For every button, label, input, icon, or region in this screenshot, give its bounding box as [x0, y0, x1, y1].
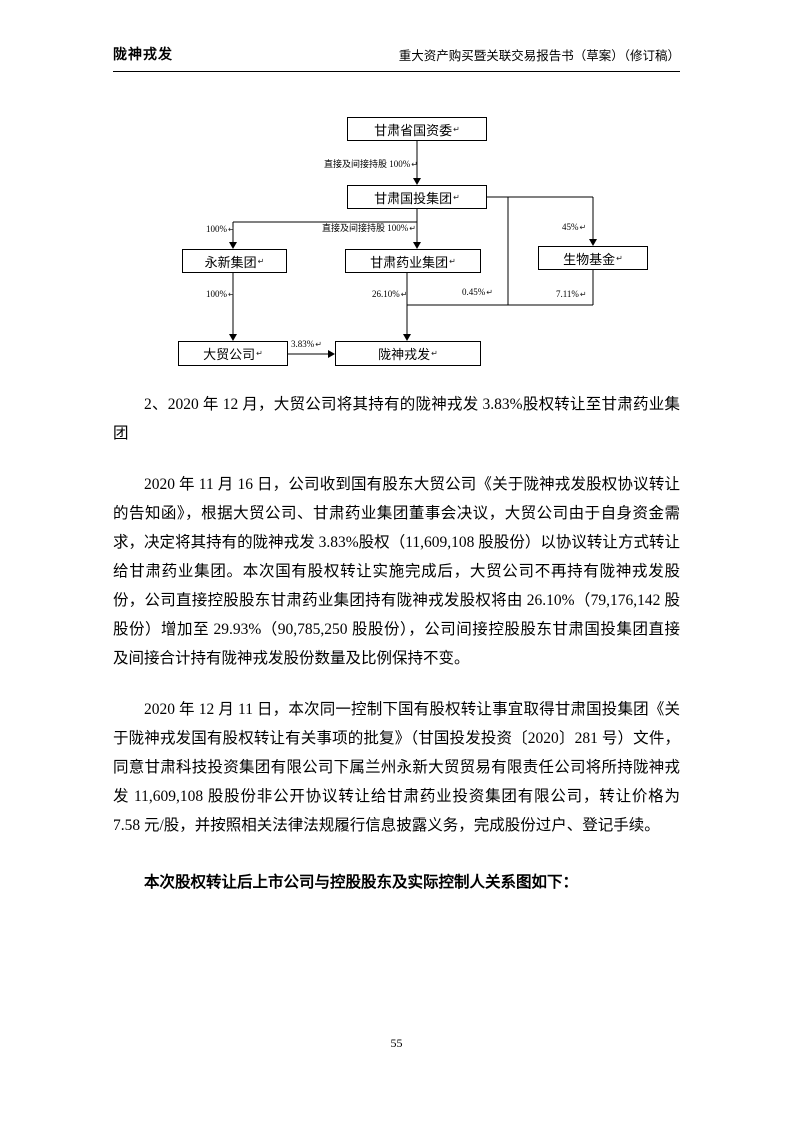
edge-label-guotou-to-pharma: 直接及间接持股 100%↵: [322, 221, 416, 234]
node-label: 永新集团: [204, 254, 257, 270]
page-number: 55: [390, 1036, 403, 1050]
paragraph-mark-icon: ↵: [228, 225, 235, 234]
edge-label-guotou-to-yongxin: 100%↵: [206, 224, 235, 234]
edge-label-biofund-to-longshen: 7.11%↵: [556, 289, 587, 299]
diagram-node-longshen-rongfa: 陇神戎发↵: [335, 341, 481, 366]
edge-label-text: 直接及间接持股 100%: [324, 159, 411, 169]
edge-label-damao-to-longshen: 3.83%↵: [291, 339, 322, 349]
paragraph-mark-icon: ↵: [453, 192, 460, 202]
paragraph-mark-icon: ↵: [616, 253, 623, 263]
diagram-node-damao-company: 大贸公司↵: [178, 341, 288, 366]
edge-label-text: 7.11%: [556, 289, 579, 299]
paragraph-mark-icon: ↵: [400, 290, 408, 299]
paragraph-mark-icon: ↵: [411, 160, 418, 169]
paragraph-mark-icon: ↵: [228, 290, 235, 299]
document-body: 2、2020 年 12 月，大贸公司将其持有的陇神戎发 3.83%股权转让至甘肃…: [113, 390, 680, 897]
diagram-node-gansu-guotou-group: 甘肃国投集团↵: [347, 185, 487, 209]
edge-label-guotou-direct-to-longshen: 0.45%↵: [462, 287, 493, 297]
paragraph-mark-icon: ↵: [431, 349, 438, 358]
paragraph-mark-icon: ↵: [579, 223, 587, 232]
paragraph-mark-icon: ↵: [256, 349, 263, 358]
paragraph-mark-icon: ↵: [449, 256, 456, 266]
page-header: 陇神戎发 重大资产购买暨关联交易报告书（草案）（修订稿）: [113, 44, 680, 72]
page-footer: 55: [0, 1036, 793, 1051]
node-label: 甘肃国投集团: [374, 190, 453, 206]
diagram-node-yongxin-group: 永新集团↵: [182, 249, 287, 273]
diagram-connector-lines: [229, 141, 597, 358]
edge-label-text: 26.10%: [372, 289, 400, 299]
header-company-name: 陇神戎发: [113, 48, 173, 63]
edge-label-text: 100%: [206, 224, 227, 234]
bold-lead-in-sentence: 本次股权转让后上市公司与控股股东及实际控制人关系图如下：: [144, 874, 579, 891]
diagram-node-bio-fund: 生物基金↵: [538, 246, 648, 270]
equity-structure-diagram: 甘肃省国资委↵ 甘肃国投集团↵ 永新集团↵ 甘肃药业集团↵ 生物基金↵ 大贸公司…: [0, 0, 793, 385]
node-label: 生物基金: [563, 251, 616, 267]
paragraph-mark-icon: ↵: [409, 224, 416, 233]
paragraph-mark-icon: ↵: [257, 256, 265, 266]
paragraph-mark-icon: ↵: [315, 340, 322, 349]
edge-label-text: 0.45%: [462, 287, 486, 297]
diagram-node-gansu-sasac: 甘肃省国资委↵: [347, 117, 487, 141]
node-label: 甘肃省国资委: [374, 122, 453, 138]
body-paragraph: 2020 年 11 月 16 日，公司收到国有股东大贸公司《关于陇神戎发股权协议…: [113, 476, 680, 667]
diagram-node-gansu-pharma-group: 甘肃药业集团↵: [345, 249, 481, 273]
arrowheads: [229, 178, 597, 358]
paragraph-mark-icon: ↵: [453, 124, 460, 134]
edge-label-guotou-to-biofund: 45%↵: [562, 222, 586, 232]
numbered-subheading: 2、2020 年 12 月，大贸公司将其持有的陇神戎发 3.83%股权转让至甘肃…: [113, 396, 680, 442]
edge-label-pharma-to-longshen: 26.10%↵: [372, 289, 407, 299]
node-label: 甘肃药业集团: [370, 254, 449, 270]
edge-label-text: 3.83%: [291, 339, 315, 349]
paragraph-mark-icon: ↵: [579, 290, 587, 299]
header-report-title: 重大资产购买暨关联交易报告书（草案）（修订稿）: [398, 49, 680, 63]
node-label: 陇神戎发: [378, 347, 431, 362]
edge-label-yongxin-to-damao: 100%↵: [206, 289, 235, 299]
edge-label-text: 45%: [562, 222, 579, 232]
body-paragraph: 2020 年 12 月 11 日，本次同一控制下国有股权转让事宜取得甘肃国投集团…: [113, 701, 680, 834]
paragraph-mark-icon: ↵: [486, 288, 493, 297]
edge-label-sasac-to-guotou: 直接及间接持股 100%↵: [324, 157, 418, 170]
edge-label-text: 直接及间接持股 100%: [322, 223, 409, 233]
edge-label-text: 100%: [206, 289, 227, 299]
node-label: 大贸公司: [203, 347, 256, 362]
